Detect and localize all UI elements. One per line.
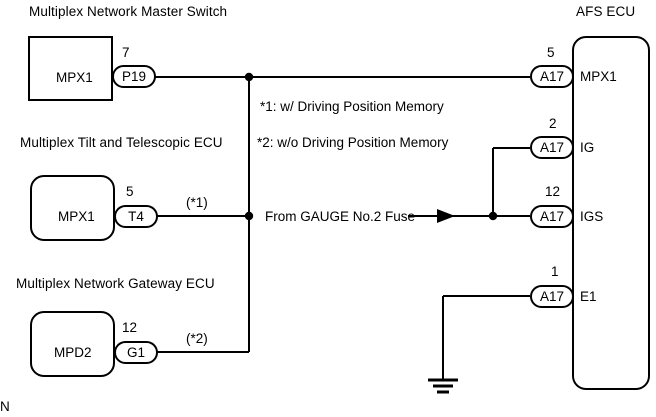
box-label-tilt-telescopic-ecu: MPX1 [58, 209, 95, 224]
connector-afs-e1[interactable]: A17 [530, 285, 574, 308]
pin-number-afs-igs: 12 [545, 184, 561, 199]
corner-letter: N [0, 399, 10, 414]
box-label-gateway-ecu: MPD2 [54, 345, 92, 360]
connector-p19[interactable]: P19 [112, 65, 156, 88]
note-star1: *1: w/ Driving Position Memory [260, 99, 444, 114]
terminal-label-igs: IGS [580, 209, 604, 224]
junction-dot-t4-trunk [244, 211, 254, 221]
source-label-gauge-fuse: From GAUGE No.2 Fuse [265, 209, 416, 224]
ground-symbol-icon [428, 378, 458, 394]
connector-afs-mpx1[interactable]: A17 [530, 65, 574, 88]
pin-number-afs-e1: 1 [551, 264, 559, 279]
pin-number-t4: 5 [126, 184, 134, 199]
connector-t4[interactable]: T4 [114, 205, 158, 228]
pin-number-afs-ig: 2 [549, 116, 557, 131]
note-star2: *2: w/o Driving Position Memory [257, 135, 449, 150]
terminal-label-e1: E1 [580, 289, 597, 304]
connector-afs-igs[interactable]: A17 [530, 205, 574, 228]
title-gateway-ecu: Multiplex Network Gateway ECU [16, 276, 215, 291]
component-box-tilt-telescopic-ecu [30, 175, 115, 241]
junction-dot-igs [488, 211, 498, 221]
title-tilt-telescopic-ecu: Multiplex Tilt and Telescopic ECU [20, 135, 223, 150]
terminal-label-mpx1: MPX1 [580, 69, 617, 84]
ref-mark-star1: (*1) [186, 195, 208, 210]
component-box-gateway-ecu [30, 311, 115, 377]
connector-afs-ig[interactable]: A17 [530, 136, 574, 159]
arrow-right-icon [437, 209, 455, 223]
box-label-master-switch: MPX1 [56, 70, 93, 85]
title-afs-ecu: AFS ECU [576, 4, 636, 19]
component-box-master-switch [28, 36, 113, 101]
terminal-label-ig: IG [580, 140, 595, 155]
ref-mark-star2: (*2) [186, 331, 208, 346]
pin-number-g1: 12 [122, 320, 138, 335]
pin-number-afs-mpx1: 5 [547, 45, 555, 60]
junction-dot-mpx1-bus [244, 72, 254, 82]
pin-number-p19: 7 [122, 45, 130, 60]
title-master-switch: Multiplex Network Master Switch [29, 4, 228, 19]
connector-g1[interactable]: G1 [114, 341, 158, 364]
